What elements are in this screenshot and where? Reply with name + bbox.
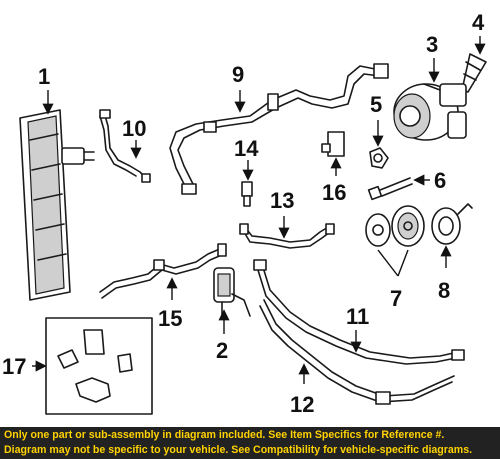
callout-15[interactable]: 15 bbox=[158, 306, 182, 331]
callout-2[interactable]: 2 bbox=[216, 338, 228, 363]
disclaimer-line-1: Only one part or sub-assembly in diagram… bbox=[4, 429, 445, 441]
callout-9[interactable]: 9 bbox=[232, 62, 244, 87]
seal-kit-part[interactable] bbox=[45, 317, 153, 415]
discharge-hose-part[interactable] bbox=[253, 259, 465, 365]
callout-4[interactable]: 4 bbox=[472, 10, 485, 35]
clutch-coil-part[interactable] bbox=[431, 203, 473, 245]
condenser-part[interactable] bbox=[19, 109, 95, 301]
bracket-part[interactable] bbox=[321, 131, 345, 157]
callout-1[interactable]: 1 bbox=[38, 64, 50, 89]
leader-7 bbox=[377, 249, 409, 277]
callout-3[interactable]: 3 bbox=[426, 32, 438, 57]
accumulator-part[interactable] bbox=[213, 267, 251, 319]
disclaimer-line-2: Diagram may not be specific to your vehi… bbox=[4, 444, 473, 456]
stud-part[interactable] bbox=[461, 53, 487, 93]
sensor-part[interactable] bbox=[241, 181, 253, 207]
liquid-line-part[interactable] bbox=[99, 109, 151, 183]
suction-line-part[interactable] bbox=[169, 63, 389, 195]
callout-16[interactable]: 16 bbox=[322, 180, 346, 205]
clutch-kit-part[interactable] bbox=[365, 205, 425, 247]
callout-12[interactable]: 12 bbox=[290, 392, 314, 417]
callout-11[interactable]: 11 bbox=[346, 304, 369, 329]
compressor-part[interactable] bbox=[393, 83, 467, 141]
callout-8[interactable]: 8 bbox=[438, 278, 450, 303]
callout-6[interactable]: 6 bbox=[434, 168, 446, 193]
parts-diagram: 1 10 9 4 3 5 bbox=[2, 10, 487, 417]
callout-13[interactable]: 13 bbox=[270, 188, 294, 213]
compressor-bolt-part[interactable] bbox=[367, 177, 413, 201]
callout-14[interactable]: 14 bbox=[234, 136, 259, 161]
pressure-switch-part[interactable] bbox=[369, 147, 389, 169]
callout-17[interactable]: 17 bbox=[2, 354, 26, 379]
callout-10[interactable]: 10 bbox=[122, 116, 146, 141]
suction-hose-part[interactable] bbox=[259, 299, 455, 405]
tube-assembly-part[interactable] bbox=[239, 223, 335, 249]
callout-5[interactable]: 5 bbox=[370, 92, 382, 117]
callout-7[interactable]: 7 bbox=[390, 286, 402, 311]
hose-part[interactable] bbox=[99, 243, 227, 299]
disclaimer-banner: Only one part or sub-assembly in diagram… bbox=[0, 427, 500, 459]
